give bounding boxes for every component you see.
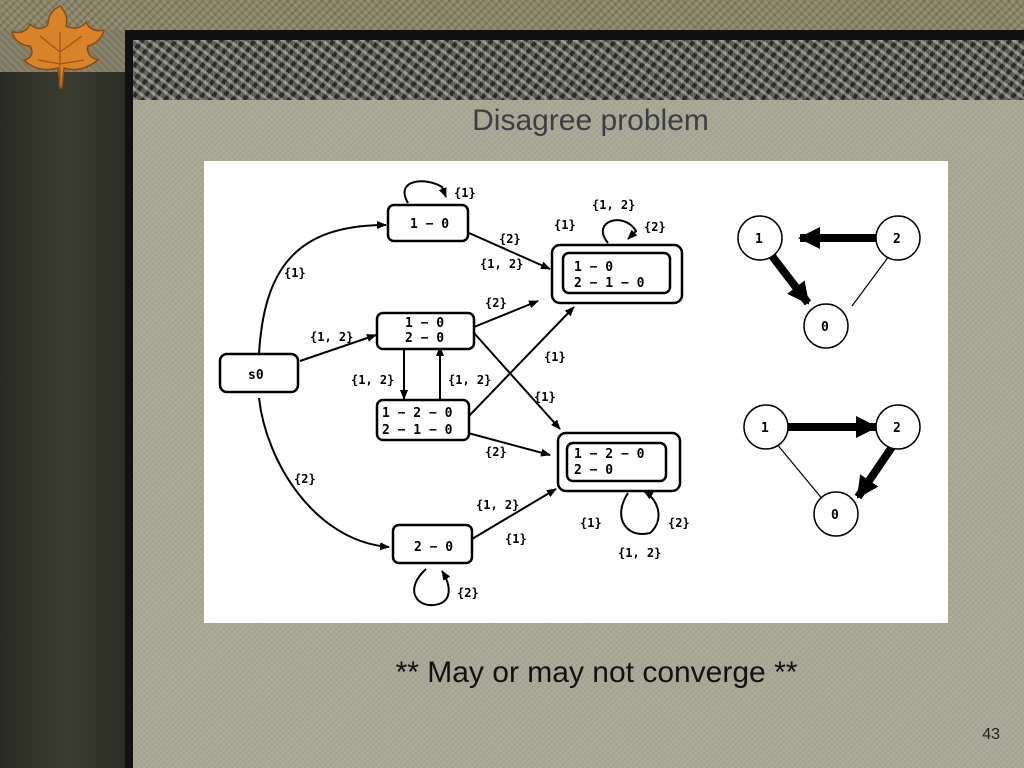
graph-top-node-2 [875, 215, 921, 261]
state-c-line1: 1 − 2 − 0 [382, 406, 453, 421]
graph-top-node-0 [803, 303, 849, 349]
edge-a-e [468, 232, 551, 270]
edge-label: {1, 2} [618, 546, 661, 560]
state-b-line2: 2 − 0 [405, 331, 444, 346]
state-1-0-label: 1 − 0 [410, 217, 449, 232]
state-c-line2: 2 − 1 − 0 [382, 423, 453, 438]
graph-bottom-node-2 [875, 404, 921, 450]
state-e-inner [561, 251, 672, 295]
maple-leaf-icon [10, 5, 106, 89]
edge-label: {1} [284, 266, 306, 280]
state-b [375, 311, 476, 351]
svg-text:1: 1 [761, 421, 769, 436]
state-b-line1: 1 − 0 [405, 316, 444, 331]
edge-b-f [473, 332, 561, 430]
state-f-inner [565, 441, 668, 483]
state-s0 [218, 352, 300, 394]
state-e-line1: 1 − 0 [574, 260, 613, 275]
svg-text:0: 0 [831, 508, 839, 523]
svg-text:1: 1 [755, 232, 763, 247]
loop-a [403, 180, 447, 204]
loop-f [620, 490, 660, 535]
edge-label: {1} [534, 390, 556, 404]
state-diagram: s0 1 − 0 1 − 0 2 − 0 1 − 2 − 0 2 − 1 − 0… [218, 180, 921, 607]
edge-label: {1} [544, 350, 566, 364]
edge-label: {1, 2} [592, 198, 635, 212]
edge-label: {1} [454, 186, 476, 200]
page-number: 43 [982, 726, 1000, 743]
graph-top: 1 2 0 [737, 215, 921, 349]
edge-s0-b [299, 334, 377, 362]
state-c [375, 398, 471, 442]
svg-text:2: 2 [893, 232, 901, 247]
edge-label: {1, 2} [476, 498, 519, 512]
state-s0-label: s0 [248, 368, 264, 383]
edge-label: {1, 2} [448, 373, 491, 387]
edge-label: {1, 2} [310, 330, 353, 344]
edge-label: {2} [668, 516, 690, 530]
state-f-line1: 1 − 2 − 0 [574, 447, 645, 462]
graph-bottom: 1 2 0 [743, 404, 921, 537]
edge-label: {2} [644, 220, 666, 234]
graph-bottom-node-0 [813, 491, 859, 537]
edge-s0-d [258, 397, 390, 551]
slide-title: Disagree problem [472, 104, 709, 137]
edge-label: {2} [294, 472, 316, 486]
edge-c-f [467, 432, 551, 457]
top-texture-band [0, 0, 1024, 30]
state-2-0-label: 2 − 0 [414, 540, 453, 555]
diagram-panel: s0 1 − 0 1 − 0 2 − 0 1 − 2 − 0 2 − 1 − 0… [204, 161, 948, 623]
edge-label: {2} [499, 232, 521, 246]
edge-label: {1, 2} [351, 373, 394, 387]
edge-label: {2} [485, 445, 507, 459]
slide-footer-note: ** May or may not converge ** [395, 656, 798, 689]
edge-label: {1} [580, 516, 602, 530]
edge-label: {2} [485, 296, 507, 310]
edge-s0-a [258, 221, 387, 355]
edge-label: {1} [505, 532, 527, 546]
edge-b-e [473, 300, 539, 328]
edge-label: {1, 2} [480, 257, 523, 271]
state-f-line2: 2 − 0 [574, 463, 613, 478]
loop-d [413, 568, 451, 607]
graph-top-node-1 [737, 215, 783, 261]
svg-text:2: 2 [893, 421, 901, 436]
state-e-line2: 2 − 1 − 0 [574, 276, 645, 291]
left-dark-column [0, 72, 125, 768]
edge-label: {2} [457, 586, 479, 600]
state-1-0 [386, 203, 470, 243]
graph-bottom-node-1 [743, 404, 789, 450]
edge-c-e [467, 306, 575, 418]
header-banner [133, 40, 1024, 100]
edge-d-f [471, 488, 557, 540]
state-2-0 [391, 523, 474, 565]
svg-text:0: 0 [821, 320, 829, 335]
loop-e [601, 219, 638, 244]
edge-label: {1} [554, 218, 576, 232]
